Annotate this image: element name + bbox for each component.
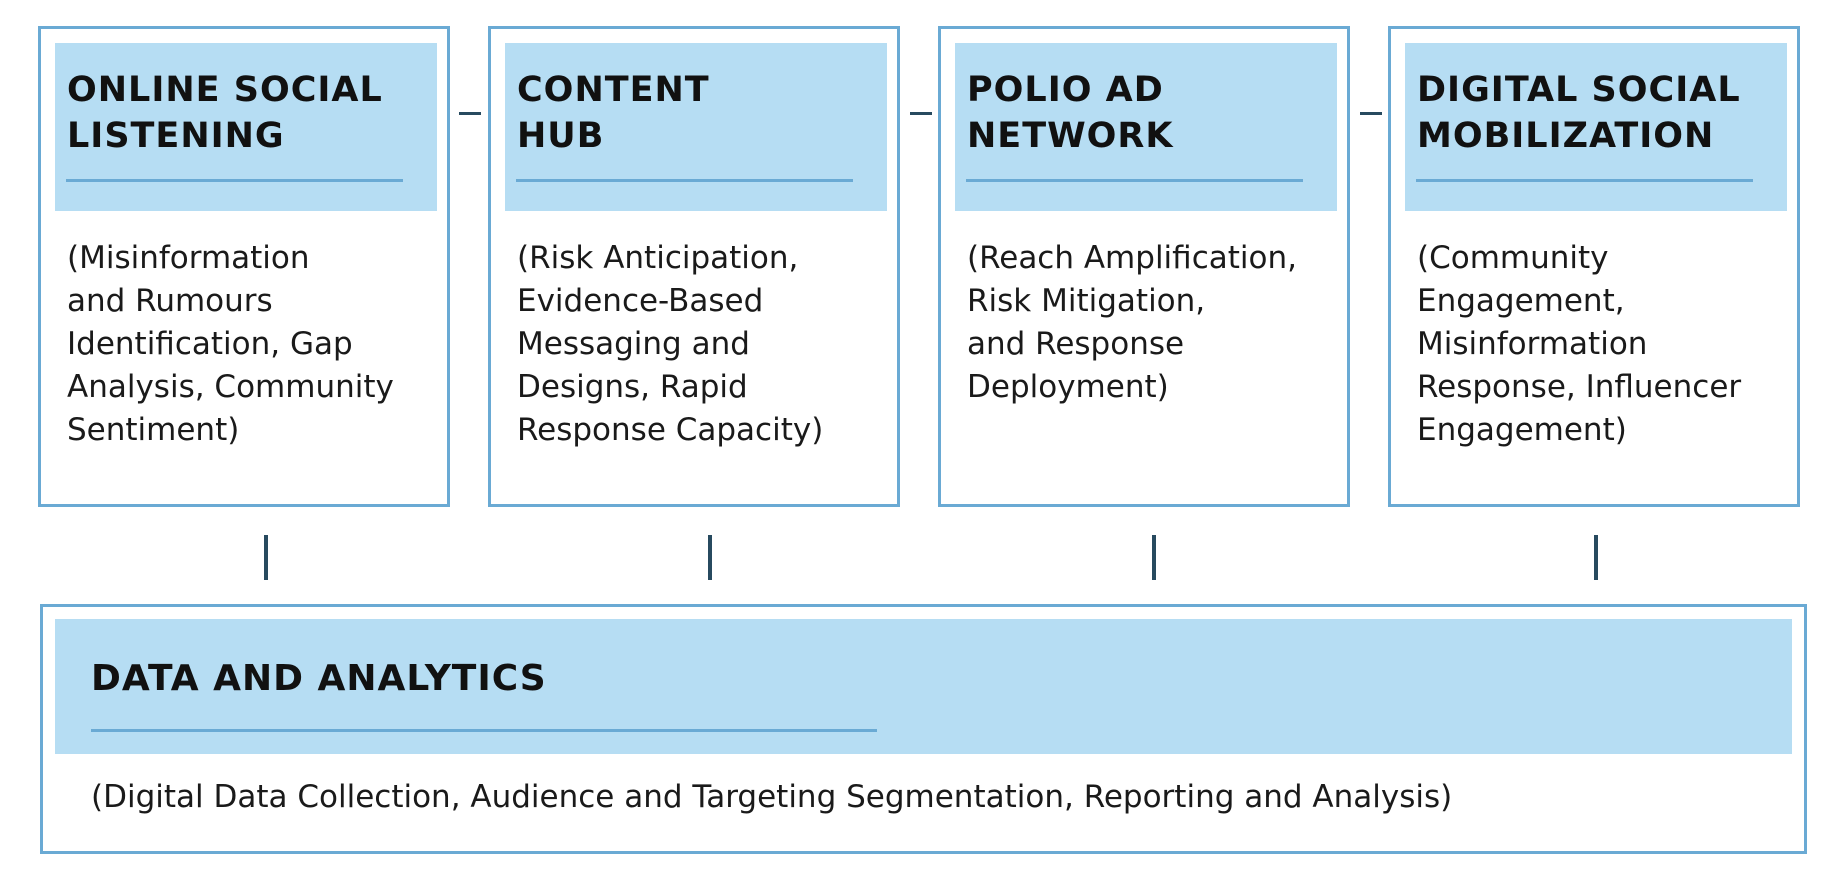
pillar-title: CONTENT HUB bbox=[517, 70, 710, 156]
foundation-box-data-and-analytics: DATA AND ANALYTICS (Digital Data Collect… bbox=[40, 604, 1807, 854]
vertical-connector bbox=[1152, 535, 1156, 580]
pillar-title-underline bbox=[1416, 179, 1753, 182]
pillar-title: DIGITAL SOCIAL MOBILIZATION bbox=[1417, 70, 1741, 156]
horizontal-connector bbox=[910, 112, 932, 115]
pillar-title: POLIO AD NETWORK bbox=[967, 70, 1174, 156]
horizontal-connector bbox=[459, 112, 481, 115]
pillar-header: DIGITAL SOCIAL MOBILIZATION bbox=[1405, 43, 1787, 211]
vertical-connector bbox=[264, 535, 268, 580]
pillar-title-underline bbox=[516, 179, 853, 182]
pillar-description: (Community Engagement, Misinformation Re… bbox=[1417, 240, 1742, 448]
foundation-title-underline bbox=[91, 729, 877, 732]
pillar-description: (Reach Amplification, Risk Mitigation, a… bbox=[967, 240, 1297, 405]
pillar-box-content-hub: CONTENT HUB (Risk Anticipation, Evidence… bbox=[488, 26, 900, 507]
pillar-header: CONTENT HUB bbox=[505, 43, 887, 211]
pillar-description: (Risk Anticipation, Evidence-Based Messa… bbox=[517, 240, 824, 448]
pillar-description: (Misinformation and Rumours Identificati… bbox=[67, 240, 394, 448]
foundation-header: DATA AND ANALYTICS bbox=[55, 619, 1792, 754]
pillar-header: ONLINE SOCIAL LISTENING bbox=[55, 43, 437, 211]
pillar-header: POLIO AD NETWORK bbox=[955, 43, 1337, 211]
pillar-box-digital-social-mobilization: DIGITAL SOCIAL MOBILIZATION (Community E… bbox=[1388, 26, 1800, 507]
pillar-box-online-social-listening: ONLINE SOCIAL LISTENING (Misinformation … bbox=[38, 26, 450, 507]
pillar-title-underline bbox=[966, 179, 1303, 182]
horizontal-connector bbox=[1360, 112, 1382, 115]
pillar-title: ONLINE SOCIAL LISTENING bbox=[67, 70, 383, 156]
foundation-description: (Digital Data Collection, Audience and T… bbox=[91, 779, 1453, 815]
vertical-connector bbox=[1594, 535, 1598, 580]
foundation-title: DATA AND ANALYTICS bbox=[91, 658, 547, 699]
pillar-title-underline bbox=[66, 179, 403, 182]
pillar-box-polio-ad-network: POLIO AD NETWORK (Reach Amplification, R… bbox=[938, 26, 1350, 507]
vertical-connector bbox=[708, 535, 712, 580]
